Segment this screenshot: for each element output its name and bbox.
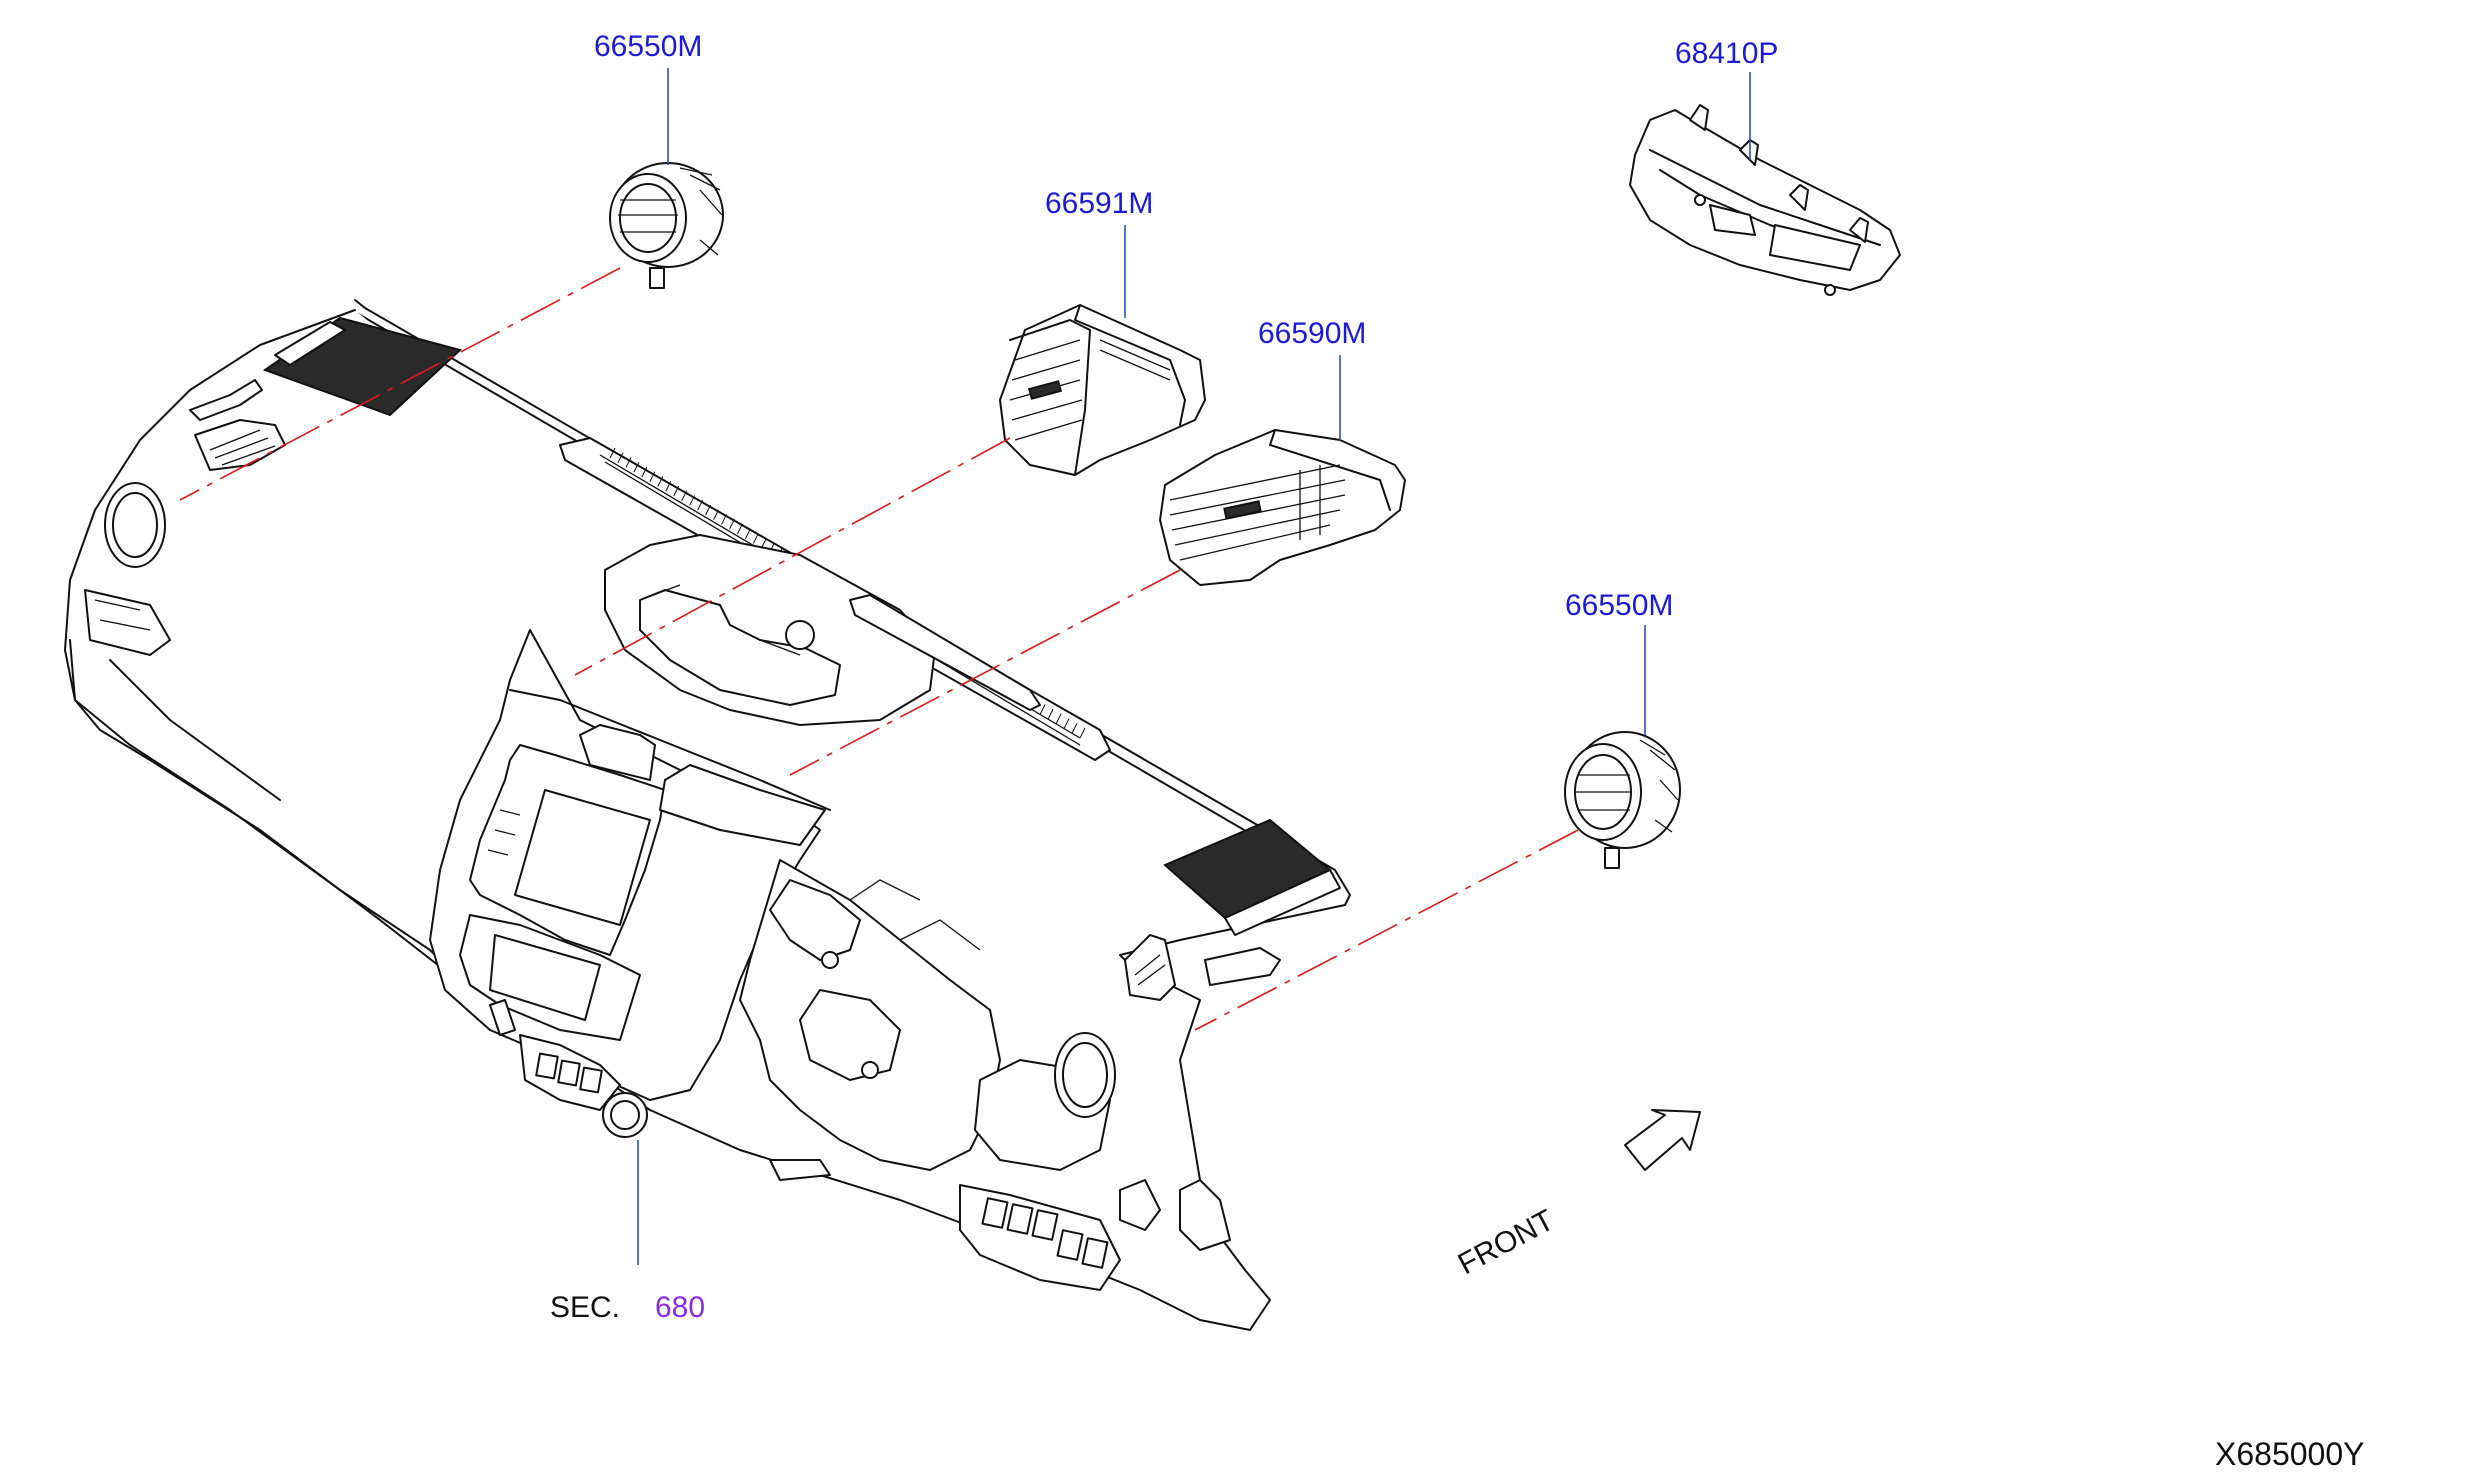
leader-lines [637, 68, 1751, 1265]
callout-vent-lower: 66590M [1258, 317, 1366, 350]
front-arrow-icon [1624, 1109, 1701, 1171]
vent-upper-part [999, 304, 1206, 476]
grille-cover-part [1629, 104, 1901, 296]
diagram-code: X685000Y [2215, 1436, 2364, 1472]
vent-lower-part [1159, 429, 1406, 586]
callout-grille-cover: 68410P [1675, 37, 1778, 70]
exploded-line-vent-upper [574, 437, 1011, 676]
instrument-panel-drawing [64, 299, 1351, 1331]
callout-vent-upper: 66591M [1045, 187, 1153, 220]
callout-speaker-right: 66550M [1565, 589, 1673, 622]
section-ref-number[interactable]: 680 [655, 1291, 705, 1324]
exploded-lines [179, 267, 1579, 1031]
speaker-left-part [609, 162, 724, 289]
exploded-line-speaker-left [179, 267, 621, 501]
front-label: FRONT [1453, 1204, 1560, 1282]
callout-speaker-left: 66550M [594, 30, 702, 63]
section-ref-prefix: SEC. [550, 1291, 620, 1324]
exploded-line-vent-lower [789, 569, 1181, 776]
exploded-line-speaker-right [1194, 829, 1579, 1031]
speaker-right-part [1564, 731, 1681, 869]
